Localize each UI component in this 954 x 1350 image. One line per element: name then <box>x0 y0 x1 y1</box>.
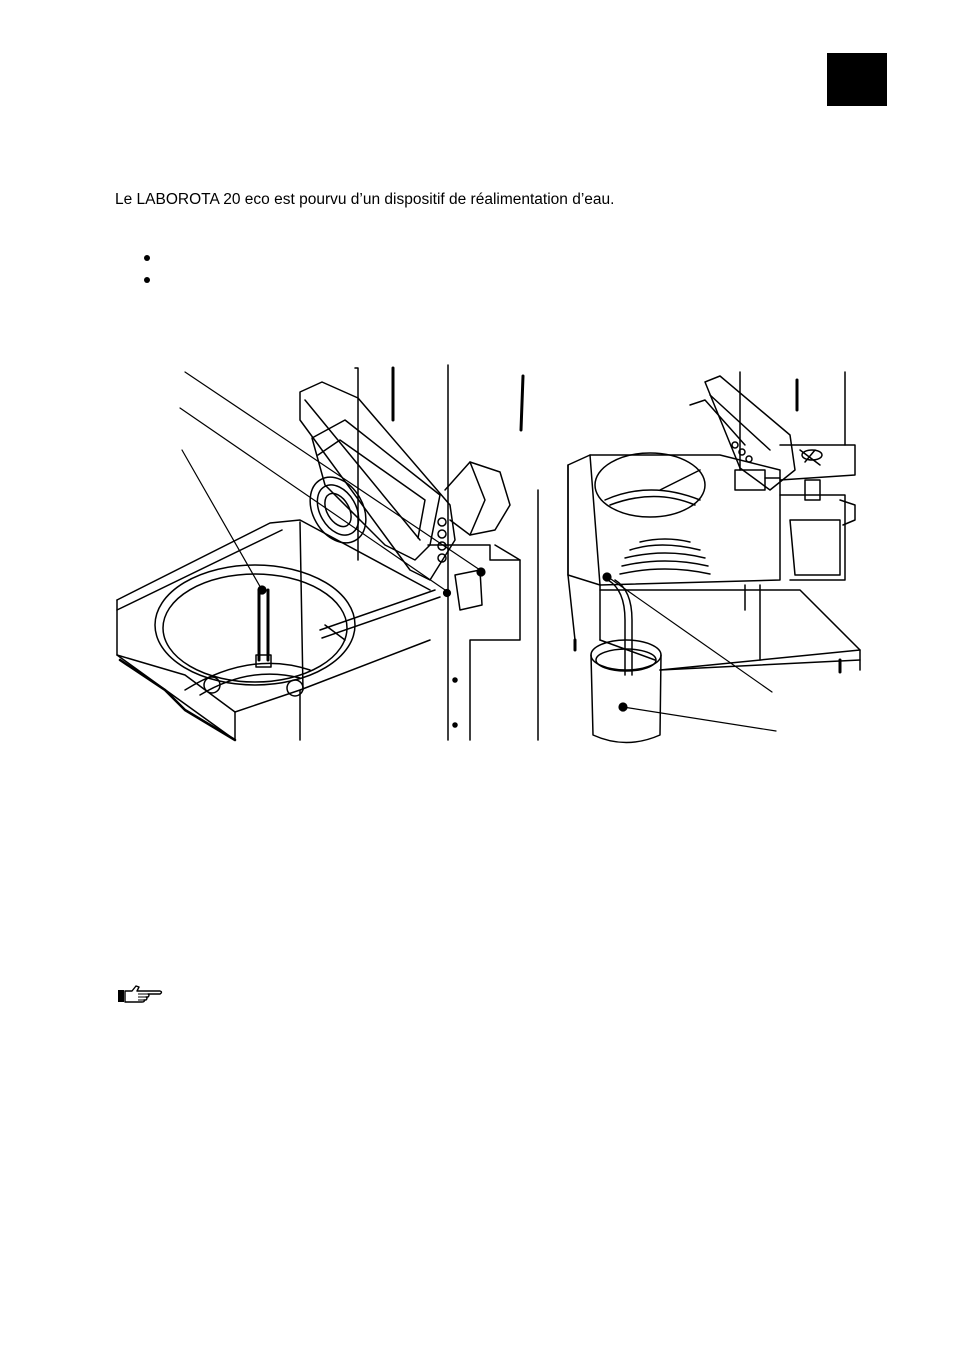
right-callout-lines <box>602 572 777 732</box>
bullet-dot-icon <box>144 277 150 283</box>
evaporator-with-water-container-drawing <box>567 371 861 744</box>
left-callout-lines <box>179 371 486 598</box>
technical-illustrations <box>116 364 861 744</box>
bullet-dot-icon <box>144 255 150 261</box>
intro-paragraph: Le LABOROTA 20 eco est pourvu d’un dispo… <box>115 191 615 208</box>
pointing-hand-icon <box>118 985 163 1003</box>
evaporator-top-open-drawing <box>116 364 539 742</box>
section-tab-marker <box>827 53 887 106</box>
